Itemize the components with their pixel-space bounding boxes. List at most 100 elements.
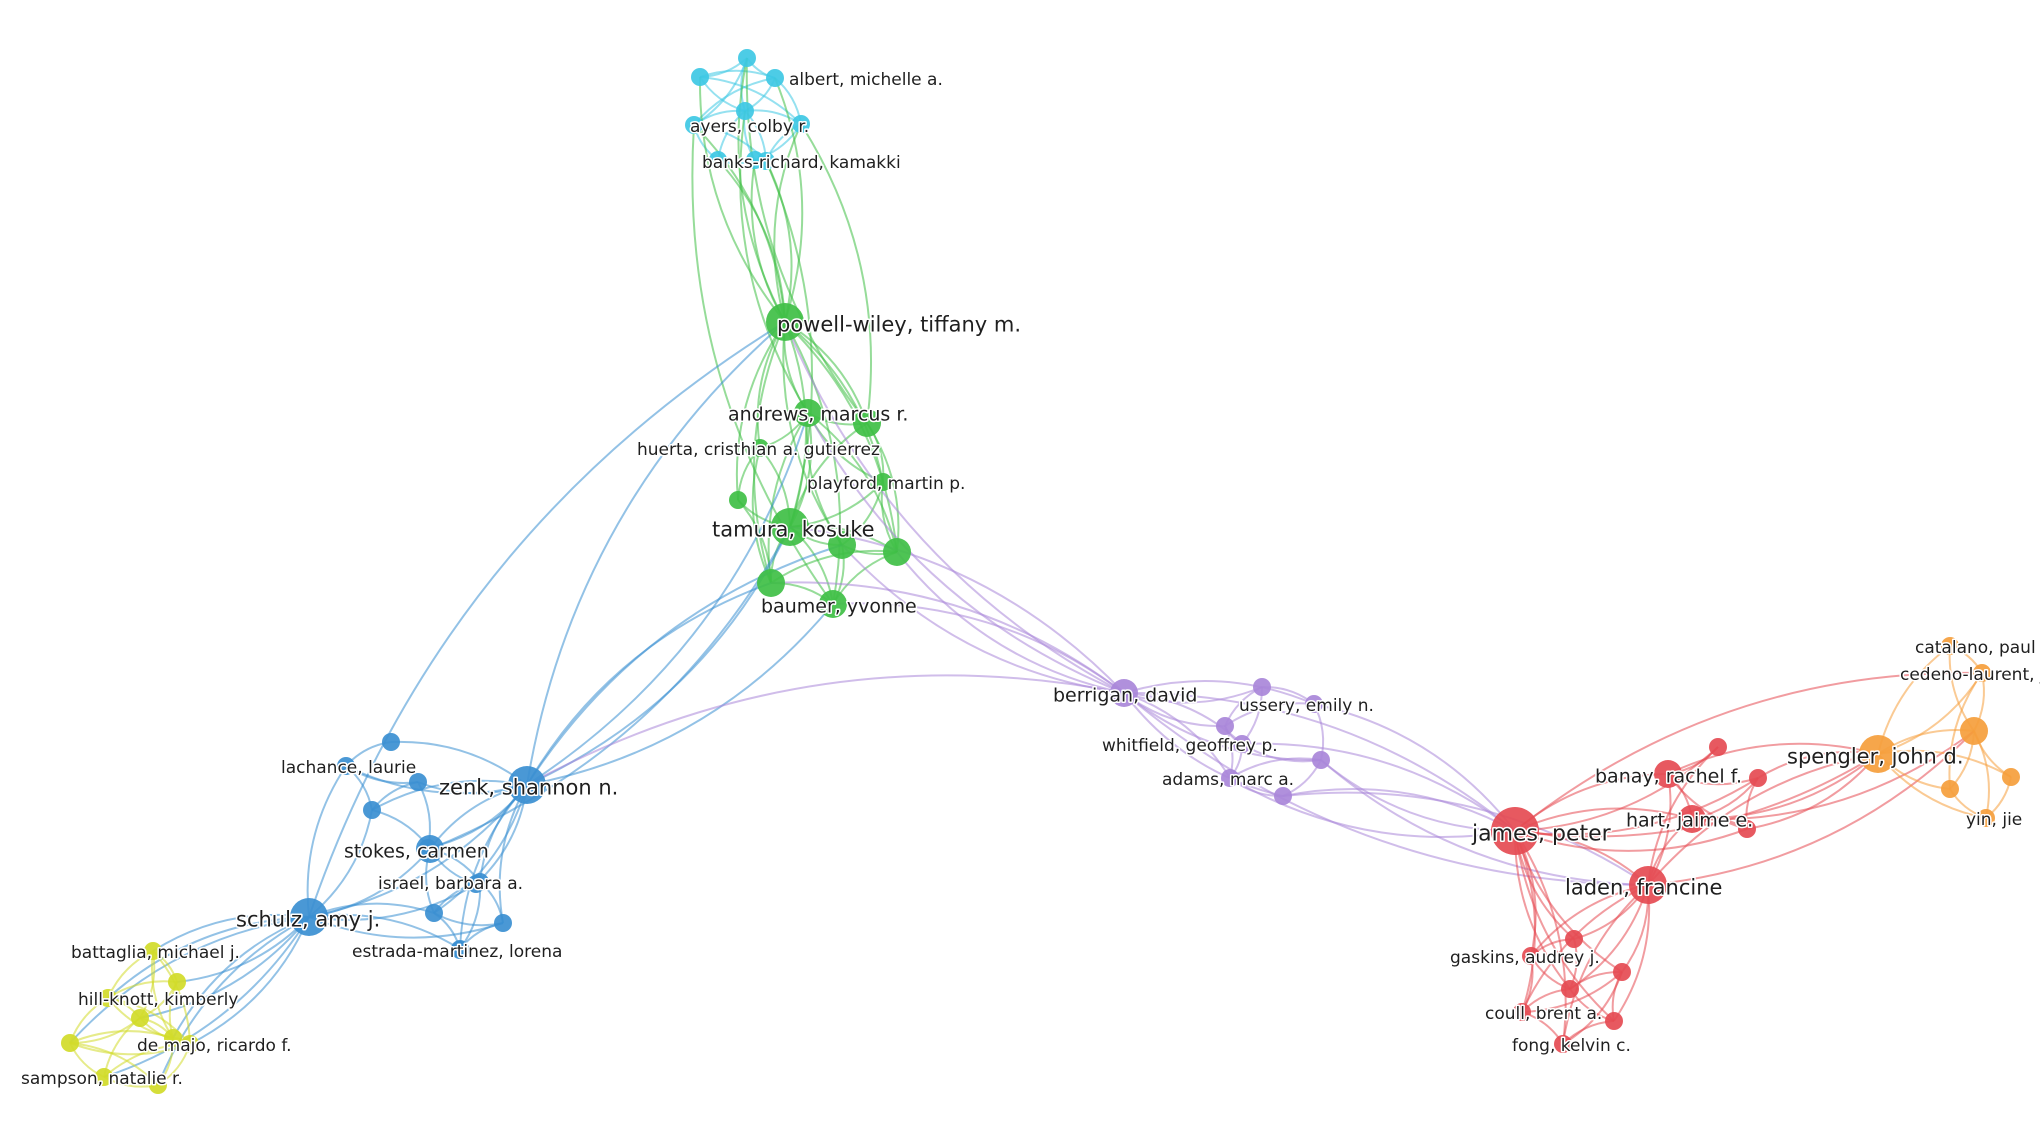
node-c1[interactable] [738, 49, 756, 67]
label-hart: hart, jaime e. [1626, 810, 1753, 832]
link-laden-spengler [1647, 753, 1879, 886]
link-g4-g5 [770, 549, 898, 584]
node-y4[interactable] [61, 1034, 79, 1052]
node-hill[interactable] [99, 989, 117, 1007]
node-berrigan[interactable] [1110, 679, 1138, 707]
node-banay[interactable] [1654, 760, 1682, 788]
node-catalano[interactable] [1941, 637, 1959, 655]
node-whitfield[interactable] [1233, 735, 1251, 753]
node-g3[interactable] [828, 531, 856, 559]
link-b6-b7 [433, 912, 504, 927]
node-c4[interactable] [792, 115, 810, 133]
node-g2[interactable] [729, 491, 747, 509]
node-c5[interactable] [709, 151, 727, 169]
node-hart[interactable] [1678, 805, 1706, 833]
node-y3[interactable] [164, 1029, 182, 1047]
node-o2[interactable] [1941, 780, 1959, 798]
node-r4[interactable] [1565, 930, 1583, 948]
node-c6[interactable] [746, 151, 764, 169]
node-cedeno[interactable] [1973, 664, 1991, 682]
node-g4[interactable] [883, 538, 911, 566]
node-yin[interactable] [1977, 809, 1995, 827]
node-laden[interactable] [1629, 866, 1667, 904]
label-cedeno: cedeno-laurent, jose g. [1900, 665, 2040, 685]
label-zenk: zenk, shannon n. [439, 775, 618, 799]
node-g5[interactable] [757, 569, 785, 597]
link-demajo-y4 [69, 1042, 191, 1056]
link-james-cedeno [1514, 671, 1983, 832]
node-c2[interactable] [691, 68, 709, 86]
node-demajo[interactable] [181, 1035, 199, 1053]
link-andrews-c3 [739, 110, 809, 414]
node-p2[interactable] [1216, 717, 1234, 735]
label-schulz: schulz, amy j. [236, 907, 380, 931]
node-ayers[interactable] [685, 116, 703, 134]
node-andrews[interactable] [794, 399, 822, 427]
link-james-r7 [1514, 830, 1615, 1022]
link-berrigan-zenk [526, 674, 1125, 786]
node-p3[interactable] [1312, 751, 1330, 769]
node-huerta[interactable] [751, 439, 769, 457]
link-stokes-tamura [429, 526, 791, 850]
node-stokes[interactable] [416, 835, 444, 863]
link-hill-demajo [107, 997, 191, 1045]
node-powell[interactable] [766, 303, 804, 341]
node-b2[interactable] [409, 773, 427, 791]
node-baumer[interactable] [819, 590, 847, 618]
node-r6[interactable] [1613, 963, 1631, 981]
node-zenk[interactable] [508, 766, 546, 804]
label-gaskins: gaskins, audrey j. [1450, 948, 1600, 968]
label-albert: albert, michelle a. [789, 70, 943, 90]
node-sampson[interactable] [95, 1068, 113, 1086]
node-y2[interactable] [131, 1009, 149, 1027]
node-b7[interactable] [494, 914, 512, 932]
link-andrews-g3 [806, 412, 843, 546]
label-powell: powell-wiley, tiffany m. [777, 312, 1021, 336]
link-berrigan-p4 [1123, 692, 1284, 797]
node-spengler[interactable] [1859, 735, 1897, 773]
node-g1[interactable] [853, 409, 881, 437]
link-p3-laden [1320, 759, 1649, 886]
node-p1[interactable] [1253, 678, 1271, 696]
node-c3[interactable] [736, 102, 754, 120]
link-laden-fong [1562, 884, 1649, 1045]
node-r1[interactable] [1709, 738, 1727, 756]
label-james: james, peter [1471, 822, 1612, 847]
link-schulz-powell [308, 321, 786, 918]
node-lachance[interactable] [337, 757, 355, 775]
node-estrada[interactable] [451, 941, 469, 959]
node-r3[interactable] [1738, 820, 1756, 838]
node-b1[interactable] [382, 733, 400, 751]
node-tamura[interactable] [771, 508, 809, 546]
node-albert[interactable] [766, 69, 784, 87]
node-y5[interactable] [149, 1076, 167, 1094]
node-schulz[interactable] [290, 898, 328, 936]
node-adams[interactable] [1221, 769, 1239, 787]
link-berrigan-powell [784, 321, 1125, 694]
node-r2[interactable] [1749, 769, 1767, 787]
node-battaglia[interactable] [144, 942, 162, 960]
node-p4[interactable] [1274, 787, 1292, 805]
node-coull[interactable] [1513, 1003, 1531, 1021]
link-zenk-powell [526, 321, 786, 786]
label-ayers: ayers, colby r. [690, 117, 809, 137]
node-b6[interactable] [425, 904, 443, 922]
node-o3[interactable] [2002, 768, 2020, 786]
node-israel[interactable] [471, 873, 489, 891]
node-r7[interactable] [1605, 1012, 1623, 1030]
label-lachance: lachance, laurie [281, 758, 416, 778]
node-ussery[interactable] [1305, 695, 1323, 713]
node-playford[interactable] [874, 473, 892, 491]
label-demajo: de majo, ricardo f. [137, 1036, 291, 1056]
link-battaglia-demajo [152, 950, 191, 1045]
node-o1[interactable] [1960, 717, 1988, 745]
node-fong[interactable] [1554, 1035, 1572, 1053]
node-r5[interactable] [1561, 980, 1579, 998]
link-zenk-lachance [345, 765, 528, 795]
node-b3[interactable] [363, 801, 381, 819]
label-baumer: baumer, yvonne [761, 596, 917, 618]
node-gaskins[interactable] [1522, 947, 1540, 965]
node-y1[interactable] [168, 973, 186, 991]
node-james[interactable] [1491, 807, 1539, 855]
